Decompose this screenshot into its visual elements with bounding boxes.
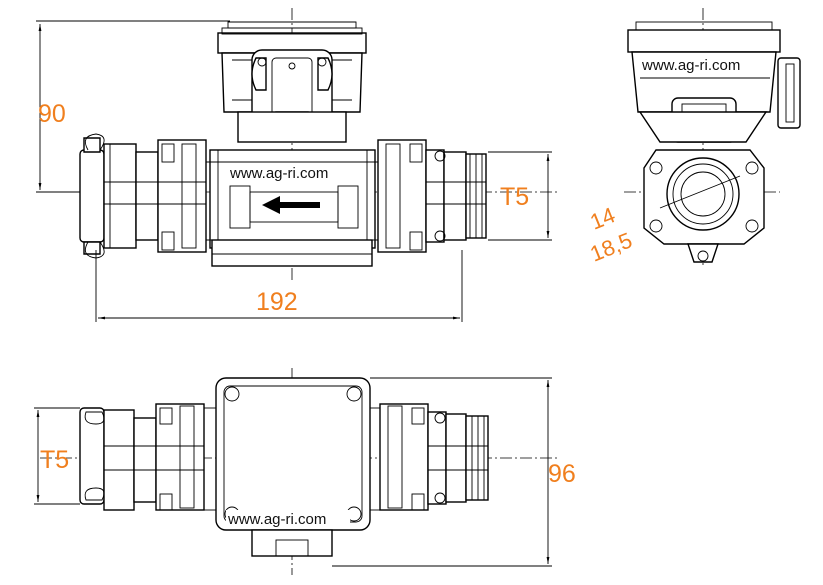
dim-192-label: 192	[256, 288, 298, 316]
front-left-coupling	[79, 133, 207, 259]
diameter-leader-line	[659, 175, 741, 209]
dim-14-label: 14	[587, 202, 619, 234]
dim-18-5-label: 18,5	[587, 227, 636, 266]
top-view: T5 96 www.ag-ri.com	[34, 368, 576, 575]
front-right-coupling	[377, 139, 487, 253]
watermark-side: www.ag-ri.com	[641, 57, 740, 74]
side-view: 14 18,5 www.ag-ri.com	[587, 8, 801, 268]
top-right-coupling	[379, 403, 489, 511]
watermark-front-backdrop	[228, 164, 352, 182]
watermark-top: www.ag-ri.com	[227, 511, 326, 528]
top-housing-square	[200, 377, 386, 557]
front-view: 90 192 T5 www.ag-ri.com	[36, 8, 560, 322]
dim-90-label: 90	[38, 100, 66, 128]
side-electronics-housing	[627, 21, 801, 143]
dim-96-label: 96	[548, 460, 576, 488]
flow-direction-arrow	[262, 196, 320, 214]
inner-bore-circle	[680, 171, 726, 217]
watermark-front: www.ag-ri.com	[229, 165, 328, 182]
front-electronics-housing	[217, 21, 367, 143]
outer-bore-circle	[666, 157, 740, 231]
dim-t5-top-label: T5	[40, 446, 69, 474]
watermark-top-backdrop	[226, 510, 350, 528]
dim-t5-front-label: T5	[500, 183, 529, 211]
top-left-coupling	[79, 403, 205, 511]
watermark-side-backdrop	[640, 56, 768, 74]
side-pipe-section	[643, 149, 765, 263]
